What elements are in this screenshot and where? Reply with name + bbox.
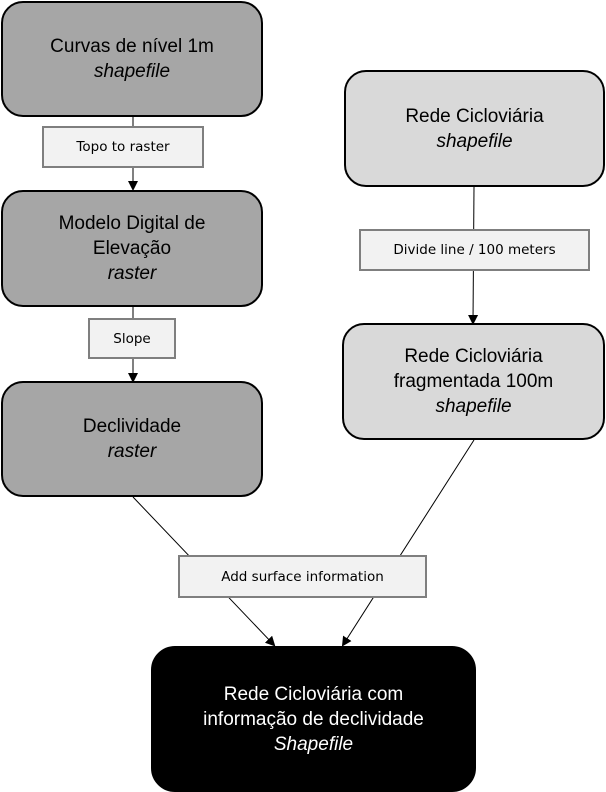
node-rede-cicloviaria: Rede Cicloviária shapefile	[344, 70, 605, 187]
node-title-line2: Elevação	[92, 238, 172, 259]
process-topo-to-raster: Topo to raster	[42, 126, 204, 168]
node-type: shapefile	[436, 130, 513, 152]
node-type: raster	[107, 263, 157, 284]
process-slope: Slope	[88, 318, 176, 359]
node-title-line2: informação de declividade	[203, 708, 424, 730]
node-title-line1: Rede Cicloviária	[404, 346, 543, 367]
node-resultado: Rede Cicloviária com informação de decli…	[151, 646, 476, 792]
node-title: Rede Cicloviária	[405, 105, 544, 127]
node-curvas-de-nivel: Curvas de nível 1m shapefile	[1, 1, 263, 117]
node-title: Declividade	[82, 416, 182, 437]
node-type: raster	[107, 441, 157, 462]
process-label: Topo to raster	[76, 139, 170, 155]
node-rede-fragmentada: Rede Cicloviária fragmentada 100m shapef…	[342, 323, 605, 440]
node-title-line1: Modelo Digital de	[58, 213, 206, 234]
process-divide-line: Divide line / 100 meters	[359, 229, 590, 271]
node-type: Shapefile	[273, 733, 354, 755]
process-label: Add surface information	[221, 568, 384, 585]
connector-frag-to-resultado	[341, 439, 475, 647]
node-modelo-digital-elevacao: Modelo Digital de Elevação raster	[1, 190, 263, 307]
node-title-line2: fragmentada 100m	[393, 371, 554, 392]
node-declividade: Declividade raster	[1, 381, 263, 497]
process-label: Divide line / 100 meters	[393, 242, 556, 258]
node-type: shapefile	[93, 61, 171, 82]
node-title-line1: Rede Cicloviária com	[223, 683, 404, 705]
process-label: Slope	[113, 330, 151, 347]
node-title: Curvas de nível 1m	[50, 36, 214, 57]
process-add-surface-information: Add surface information	[178, 555, 427, 598]
node-type: shapefile	[435, 396, 512, 417]
